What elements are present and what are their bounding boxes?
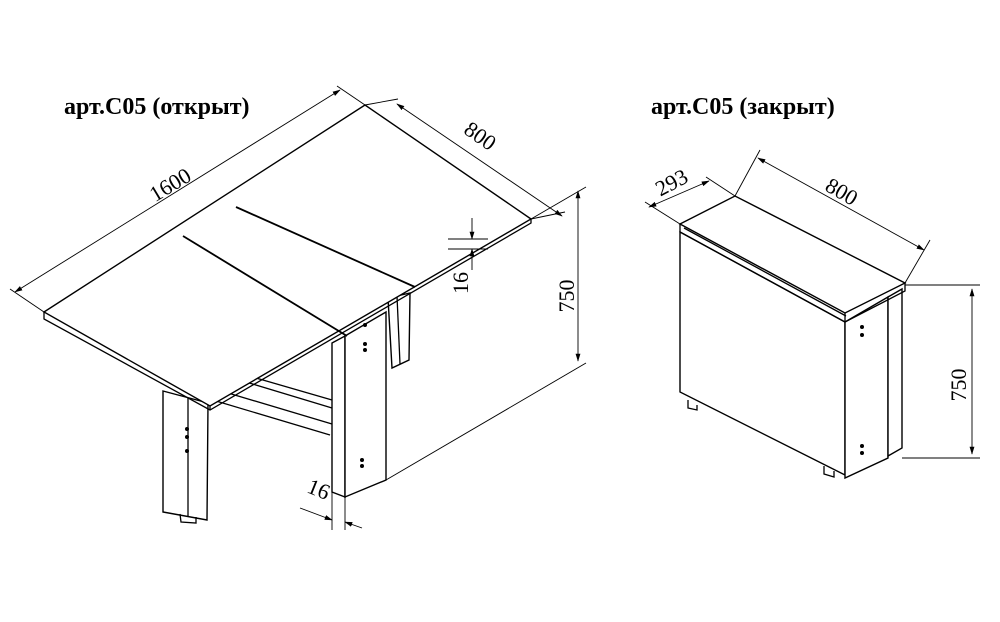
closed-table-drawing: 293 800 750 <box>644 149 980 480</box>
closed-table-title: арт.С05 (закрыт) <box>651 94 835 120</box>
open-table-right-pedestal <box>331 310 387 499</box>
open-table-tabletop <box>42 104 533 411</box>
dim-750-open-label: 750 <box>554 280 579 313</box>
dim-800-open-label: 800 <box>460 116 501 155</box>
dim-16-top-label: 16 <box>448 272 473 294</box>
open-table-rails <box>205 377 333 436</box>
dim-750-open: 750 <box>385 186 587 481</box>
open-table-left-leg <box>162 390 209 524</box>
dim-16-top: 16 <box>448 218 488 294</box>
dim-750-closed-label: 750 <box>946 369 971 402</box>
dim-293-label: 293 <box>651 164 692 202</box>
open-table-drawing: 1600 800 16 750 16 <box>9 85 587 530</box>
dim-1600-label: 1600 <box>145 163 196 207</box>
closed-table-end-panel <box>844 287 903 480</box>
dim-800-closed-label: 800 <box>821 172 862 210</box>
dim-750-closed: 750 <box>902 284 980 459</box>
open-table-back-support <box>387 292 411 370</box>
dim-16-leg-label: 16 <box>304 473 334 504</box>
